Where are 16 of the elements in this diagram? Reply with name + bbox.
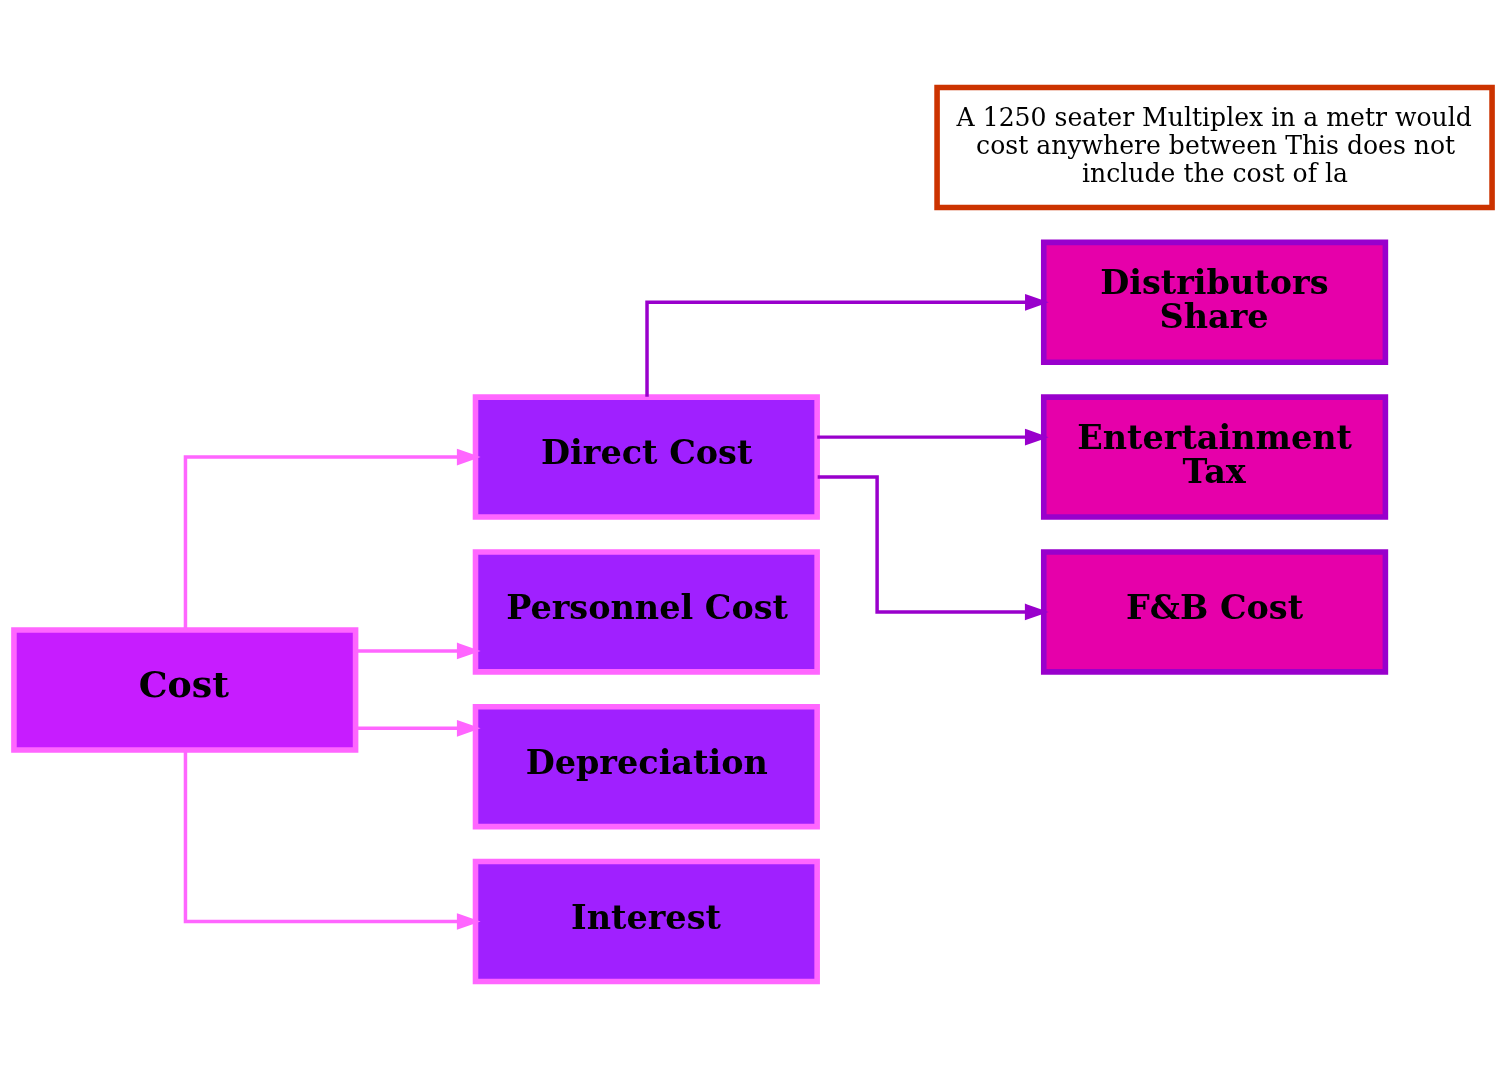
arrow [355, 642, 481, 659]
node-box: Direct Cost [472, 393, 820, 520]
arrow [645, 293, 1049, 397]
node-box: A 1250 seater Multiplex in a metr would cost anywhere between This does not include the cost of la [934, 84, 1495, 210]
node-box: Personnel Cost [472, 548, 820, 675]
node-box: Cost [11, 626, 359, 753]
arrow [817, 474, 1049, 620]
node-box: Distributors Share [1040, 239, 1389, 365]
arrow [183, 749, 481, 930]
node-box: Interest [472, 858, 820, 984]
arrow [817, 428, 1049, 445]
arrow [183, 448, 481, 630]
node-box: Depreciation [472, 703, 820, 829]
arrow [355, 719, 481, 737]
node-box: F&B Cost [1040, 548, 1389, 675]
node-box: Entertainment Tax [1040, 393, 1389, 520]
